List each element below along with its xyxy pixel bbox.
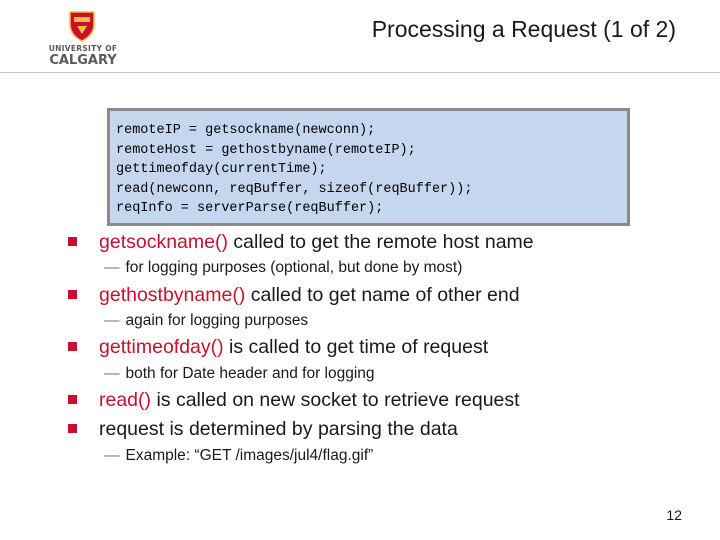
sub-bullet-item: — again for logging purposes — [104, 312, 308, 330]
bullet-text: is called on new socket to retrieve requ… — [151, 389, 520, 411]
logo-text-calgary: CALGARY — [49, 53, 117, 68]
sub-bullet-text: both for Date header and for logging — [125, 365, 375, 382]
function-name: gethostbyname() — [99, 284, 246, 306]
dash-icon: — — [104, 447, 120, 464]
function-name: read() — [99, 389, 152, 411]
bullet-square-icon — [68, 395, 77, 404]
code-line: reqInfo = serverParse(reqBuffer); — [116, 201, 384, 216]
sub-bullet-item: — Example: “GET /images/jul4/flag.gif” — [104, 447, 373, 465]
bullet-item: gethostbyname() called to get name of ot… — [68, 284, 520, 307]
bullet-item: request is determined by parsing the dat… — [68, 418, 458, 441]
sub-bullet-text: again for logging purposes — [125, 312, 309, 329]
sub-bullet-item: — both for Date header and for logging — [104, 365, 375, 383]
sub-bullet-item: — for logging purposes (optional, but don… — [104, 259, 462, 277]
dash-icon: — — [104, 259, 120, 276]
slide-title: Processing a Request (1 of 2) — [371, 16, 676, 42]
crest-icon — [69, 11, 95, 42]
header-divider — [0, 72, 720, 73]
code-line: read(newconn, reqBuffer, sizeof(reqBuffe… — [116, 181, 473, 197]
bullet-text: request is determined by parsing the dat… — [99, 418, 458, 440]
code-line: remoteHost = gethostbyname(remoteIP); — [116, 142, 416, 158]
dash-icon: — — [104, 365, 120, 382]
code-line: gettimeofday(currentTime); — [116, 162, 327, 177]
page-number: 12 — [666, 507, 682, 523]
function-name: getsockname() — [99, 231, 228, 253]
code-block: remoteIP = getsockname(newconn); remoteH… — [107, 108, 630, 226]
function-name: gettimeofday() — [99, 336, 224, 358]
bullet-square-icon — [68, 237, 77, 246]
bullet-item: getsockname() called to get the remote h… — [68, 231, 534, 254]
bullet-square-icon — [68, 290, 77, 299]
sub-bullet-text: Example: “GET /images/jul4/flag.gif” — [125, 447, 374, 464]
university-logo: UNIVERSITY OF CALGARY — [44, 10, 122, 68]
bullet-square-icon — [68, 424, 77, 433]
logo-text-university-of: UNIVERSITY OF — [48, 44, 118, 53]
bullet-text: called to get the remote host name — [227, 231, 534, 253]
bullet-text: called to get name of other end — [245, 284, 520, 306]
bullet-square-icon — [68, 342, 77, 351]
dash-icon: — — [104, 312, 120, 329]
bullet-item: read() is called on new socket to retrie… — [68, 389, 520, 412]
sub-bullet-text: for logging purposes (optional, but done… — [125, 259, 463, 276]
bullet-text: is called to get time of request — [223, 336, 489, 358]
bullet-item: gettimeofday() is called to get time of … — [68, 336, 488, 359]
code-line: remoteIP = getsockname(newconn); — [116, 123, 376, 138]
